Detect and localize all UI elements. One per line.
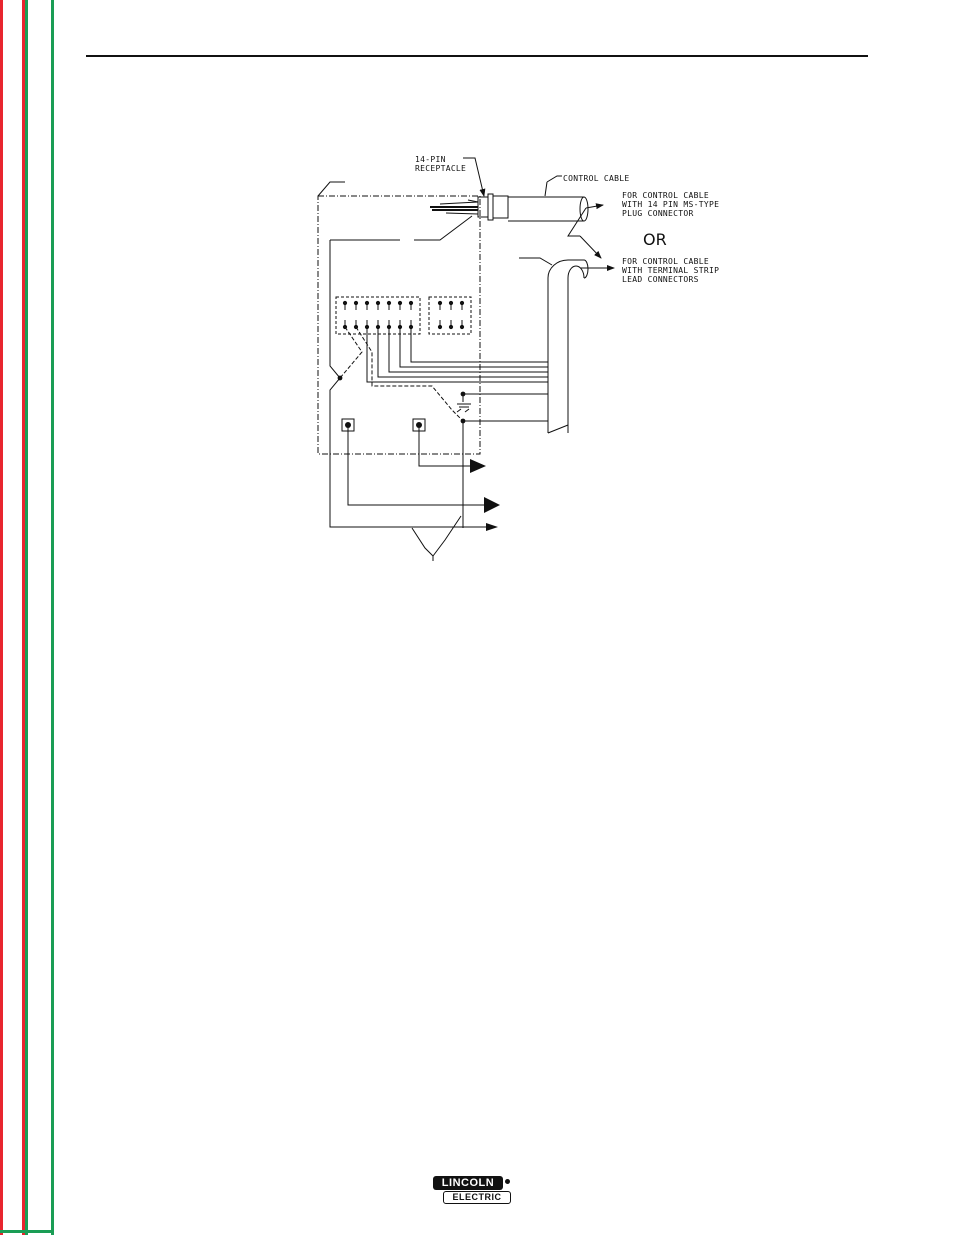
output-studs: [342, 419, 425, 431]
enclosure-leader: [318, 182, 345, 196]
receptacle-label-line-2: RECEPTACLE: [415, 164, 466, 173]
machine-enclosure-outline: [318, 196, 480, 454]
lincoln-electric-logo: LINCOLN ELECTRIC: [433, 1176, 511, 1206]
dashed-jumper: [356, 327, 463, 421]
ms-type-note-line-2: WITH 14 PIN MS-TYPE: [622, 200, 719, 209]
terminal-strip-note-line-1: FOR CONTROL CABLE: [622, 257, 709, 266]
terminal-strip-note-line-2: WITH TERMINAL STRIP: [622, 266, 719, 275]
output-leads: [330, 378, 488, 527]
internal-wire-left: [330, 240, 340, 378]
logo-top-text: LINCOLN: [433, 1176, 503, 1190]
plug-body: [493, 196, 508, 218]
ms-type-note-line-1: FOR CONTROL CABLE: [622, 191, 709, 200]
output-arrows: [470, 459, 500, 531]
or-label: OR: [643, 230, 667, 249]
ms-type-note-line-3: PLUG CONNECTOR: [622, 209, 694, 218]
control-cable-label: CONTROL CABLE: [563, 174, 630, 183]
terminal-wiring: [367, 327, 548, 528]
receptacle-label-line-1: 14-PIN: [415, 155, 446, 164]
terminal-strip-note-line-3: LEAD CONNECTORS: [622, 275, 699, 284]
receptacle-flange: [488, 194, 493, 220]
logo-bottom-text: ELECTRIC: [443, 1191, 511, 1204]
terminal-pins: [343, 301, 463, 328]
registered-mark-icon: [505, 1179, 510, 1184]
control-cable: [508, 197, 588, 221]
terminal-strip-cable: [548, 260, 584, 433]
